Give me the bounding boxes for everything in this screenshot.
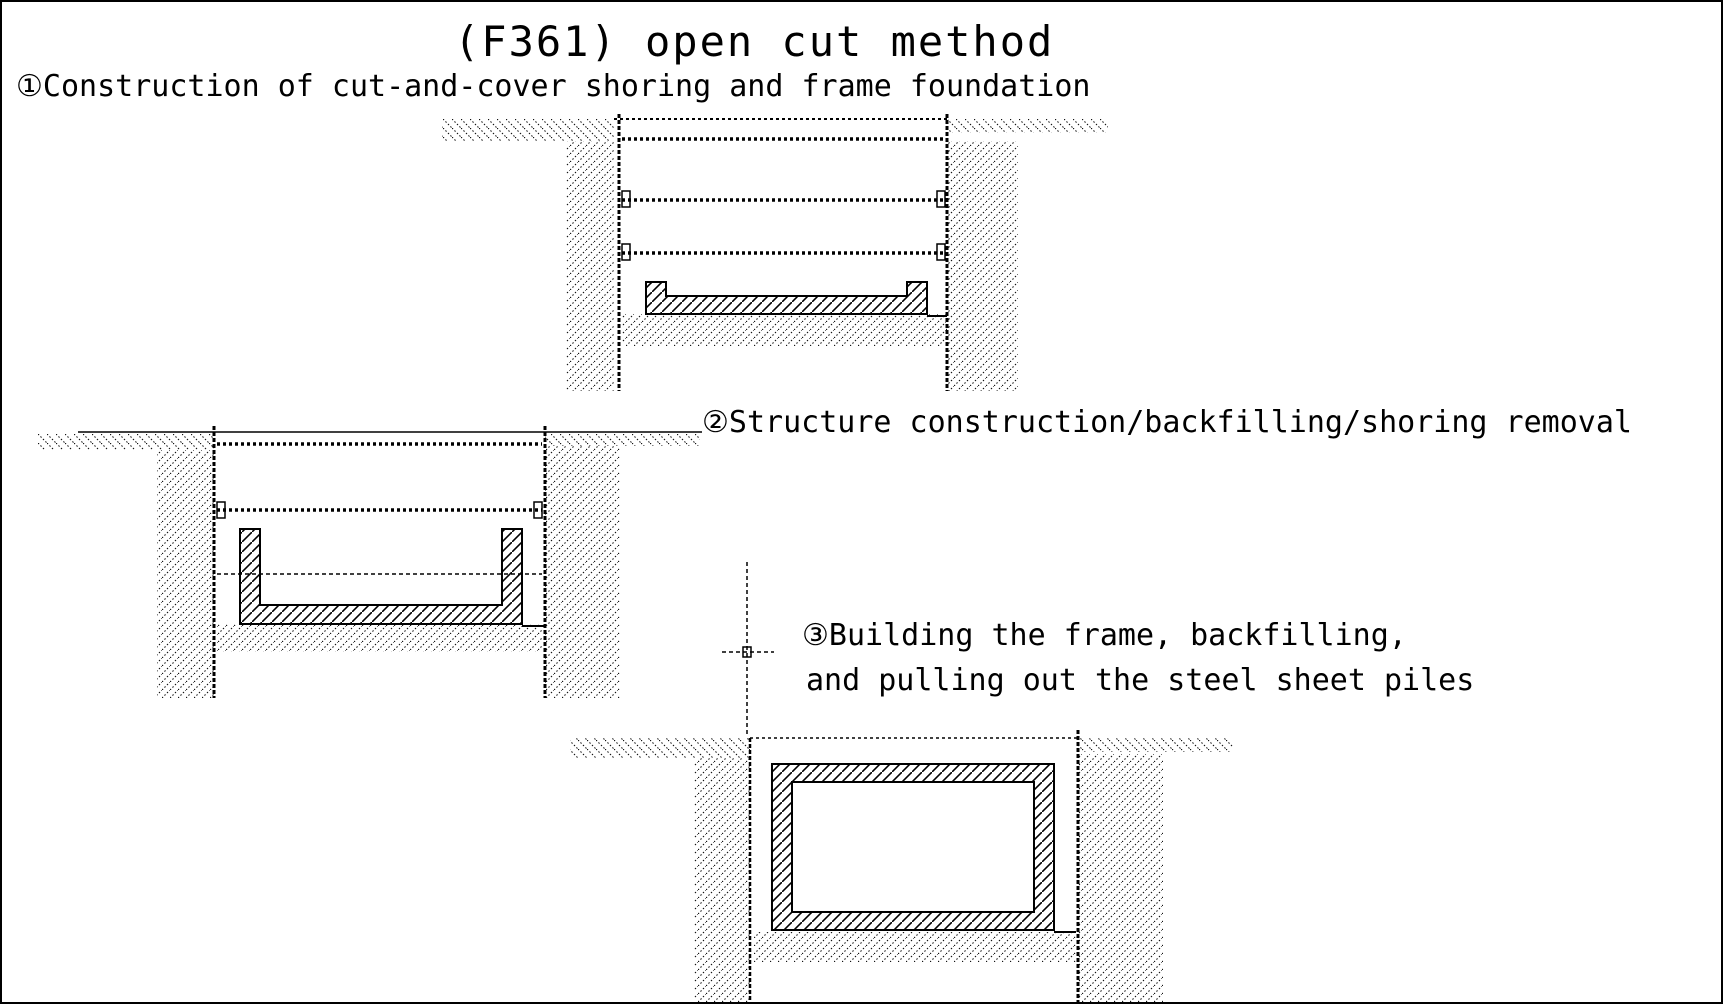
soil-left	[157, 450, 214, 698]
stage-2-diagram	[38, 426, 702, 698]
ground-surface-hatch	[570, 738, 750, 758]
ground-surface-hatch	[948, 119, 1108, 133]
struts	[217, 442, 542, 512]
soil-bottom	[754, 932, 1076, 962]
struts	[622, 137, 945, 255]
step-2-label: ②Structure construction/backfilling/shor…	[702, 405, 1632, 440]
ground-surface-hatch	[38, 434, 214, 450]
diagram-title: (F361) open cut method	[454, 17, 1054, 66]
soil-right	[1078, 754, 1163, 1003]
box-frame-structure	[771, 763, 1055, 931]
ground-surface-hatch	[545, 434, 700, 446]
soil-left	[694, 758, 750, 1003]
step-3-label-line-2: and pulling out the steel sheet piles	[806, 663, 1474, 698]
soil-right	[948, 141, 1018, 391]
ground-surface-hatch	[1078, 738, 1233, 752]
frame-foundation-slab	[645, 281, 928, 315]
soil-left	[566, 141, 614, 391]
stage-3-diagram	[570, 562, 1233, 1003]
soil-right	[545, 446, 620, 698]
structure-channel	[239, 528, 523, 625]
soil-bottom	[217, 624, 542, 652]
ground-surface-hatch	[442, 119, 614, 141]
soil-bottom	[622, 314, 947, 346]
step-3-label-line-1: ③Building the frame, backfilling,	[802, 618, 1407, 653]
step-1-label: ①Construction of cut-and-cover shoring a…	[16, 69, 1090, 104]
stage-1-diagram	[442, 114, 1108, 391]
